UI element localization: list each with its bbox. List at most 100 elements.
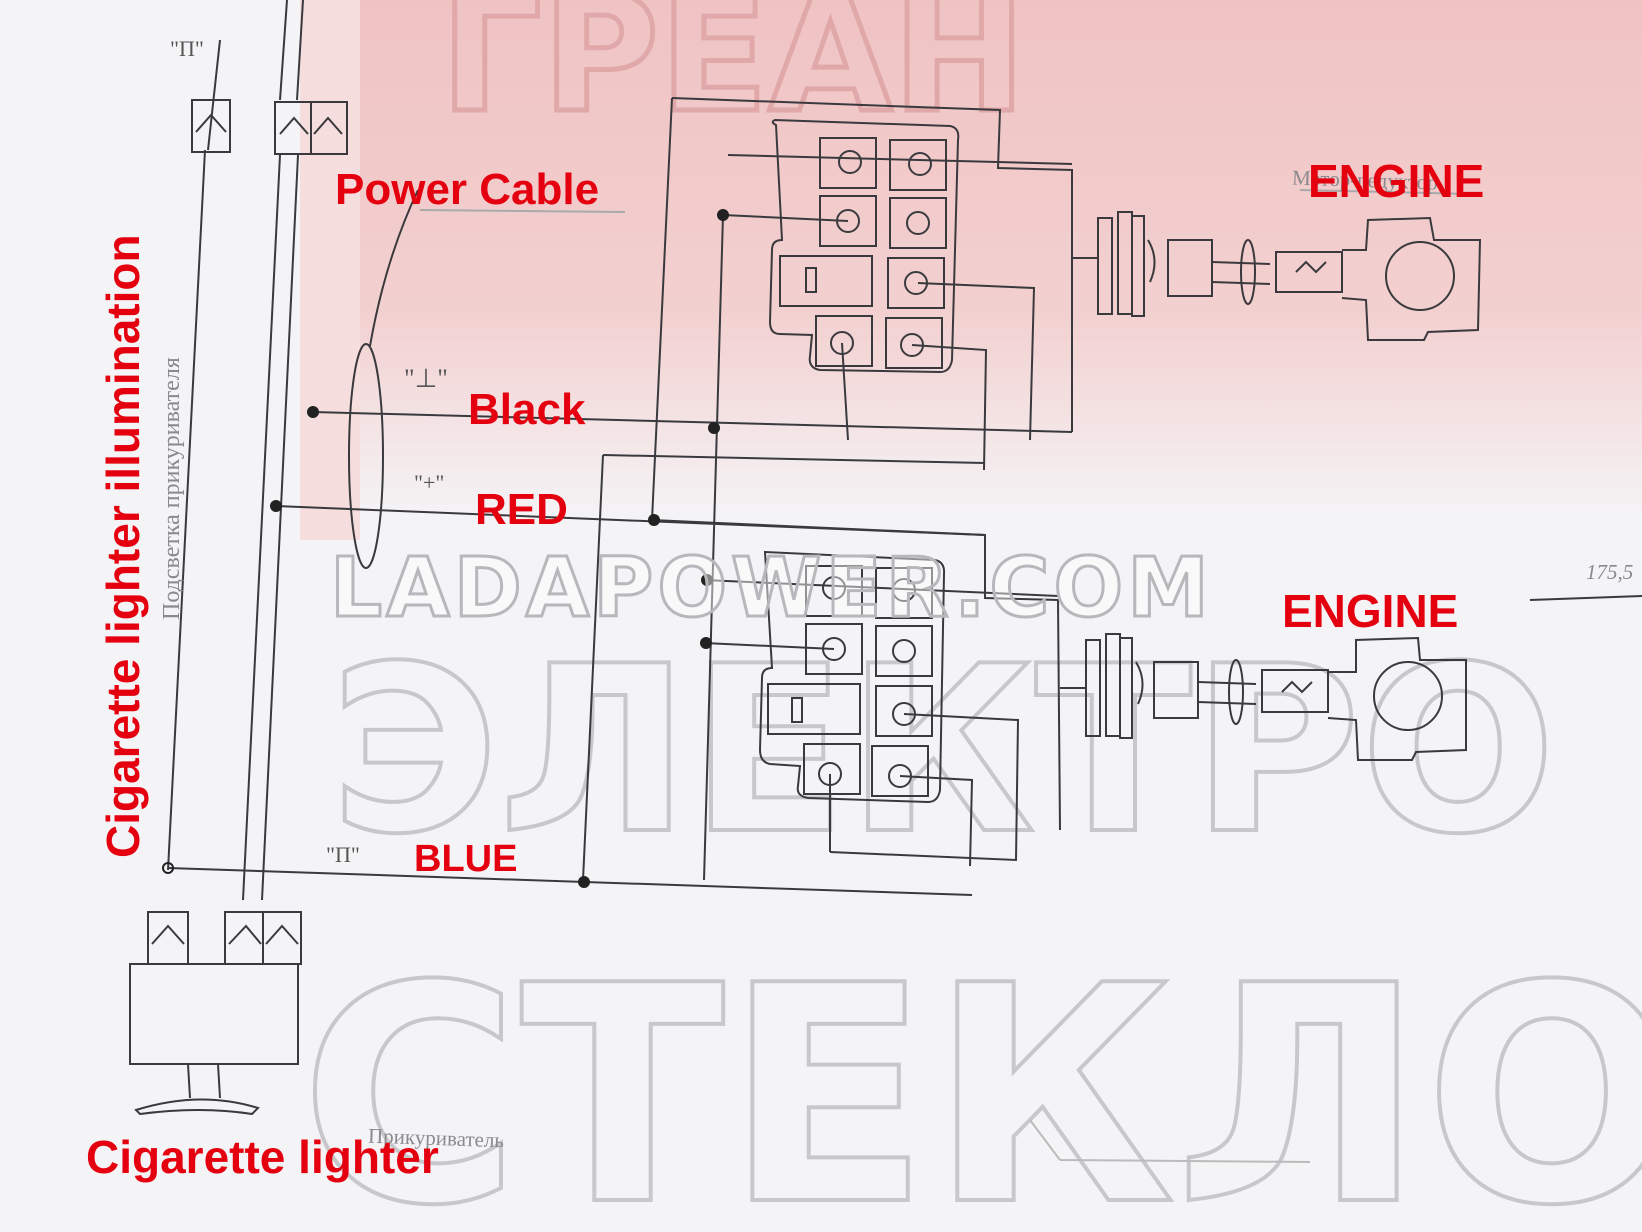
top-pin8-wire	[911, 344, 988, 471]
bottom-switch-body	[758, 550, 946, 804]
bottom-switch-pin-5	[767, 683, 861, 735]
bottom-pin-slot	[791, 697, 803, 723]
top-pin6-wire	[917, 282, 1036, 441]
watermark: LADAPOWER.COM	[329, 541, 1213, 636]
plus-riser-top	[651, 97, 673, 521]
junction-bottom-switch-a	[701, 574, 713, 586]
ground-wire	[312, 411, 1073, 433]
bottom-motor-gear	[1153, 661, 1199, 719]
harness-wire-a	[242, 154, 281, 901]
bottom-motor-coupling	[1135, 661, 1144, 705]
connector-power-pins	[279, 116, 343, 135]
bottom-motor-flange-a	[1085, 639, 1101, 737]
top-motor-flange-b	[1117, 211, 1133, 315]
label-cigarette-lighter: Cigarette lighter	[86, 1131, 439, 1183]
bottom-switch-pin-7	[803, 743, 861, 795]
bottom-pin6-wire	[829, 713, 1020, 862]
illumination-wire	[167, 149, 206, 871]
top-switch-pin-1	[819, 137, 877, 189]
bottom-pin-dot-4	[892, 639, 916, 663]
junction-p-right	[578, 876, 590, 888]
label-red: RED	[475, 485, 568, 534]
terminal-mark-ground: "⊥"	[404, 364, 448, 393]
lighter-body	[129, 963, 299, 1065]
top-motor-flange-a	[1097, 217, 1113, 315]
dimension-line	[1529, 595, 1642, 601]
p-top-run	[602, 454, 986, 464]
top-switch-pin-8	[885, 317, 943, 369]
harness-top-a	[279, 0, 288, 101]
connector-p-top	[191, 99, 231, 153]
label-blue: BLUE	[414, 838, 518, 880]
top-switch-pin-2	[889, 139, 947, 191]
label-engine-bottom: ENGINE	[1282, 585, 1459, 637]
red-background-band	[320, 0, 1642, 520]
bottom-pin-dot-2	[892, 578, 916, 602]
top-motor-flange-c	[1131, 215, 1145, 317]
dimension-value: 175,5	[1586, 560, 1634, 584]
top-motor-gear	[1167, 239, 1213, 297]
lighter-base	[134, 1098, 260, 1116]
top-switch-body	[768, 118, 960, 374]
connector-p-bottom-pin	[151, 924, 185, 945]
bottom-switch-pin-6	[875, 685, 933, 737]
bottom-motor-flange-b	[1105, 633, 1121, 737]
top-lead-p	[207, 39, 221, 151]
top-pin7-wire	[841, 342, 849, 441]
harness-top-b	[296, 0, 304, 101]
terminal-mark-p-top: "П"	[170, 36, 204, 61]
label-cigarette-lighter-illumination: Cigarette lighter illumination	[97, 234, 149, 858]
top-switch-pin-5	[779, 255, 873, 307]
bottom-switch-pin-8	[871, 745, 929, 797]
junction-p-left	[162, 862, 174, 874]
junction-bottom-switch-b	[700, 637, 712, 649]
top-pin-slot	[805, 267, 817, 293]
junction-ground-mid	[708, 422, 720, 434]
bottom-motor-rotor	[1373, 661, 1443, 731]
p-riser	[582, 454, 604, 881]
connector-power-bottom-pins	[228, 924, 299, 945]
top-motor-brush	[1295, 260, 1327, 274]
bottom-motor-brush	[1281, 680, 1313, 694]
bottom-motor-housing	[1327, 636, 1467, 761]
bottom-switch-lead	[703, 579, 1059, 597]
lighter-stem	[187, 1063, 221, 1099]
connector-p-top-pin	[195, 113, 227, 133]
junction-ground-left	[307, 406, 319, 418]
bottom-motor-axle	[1197, 681, 1257, 705]
label-power-cable: Power Cable	[335, 165, 600, 214]
cable-leader-line	[369, 189, 419, 347]
switch-bus-vertical	[703, 214, 724, 881]
p-wire	[167, 867, 973, 896]
bottom-switch-pin-2	[875, 567, 933, 619]
top-switch-pin-7	[815, 315, 873, 367]
top-motor-rotor	[1385, 241, 1455, 311]
bottom-motor-flange-c	[1119, 637, 1133, 739]
bottom-switch-pin-3	[805, 623, 863, 675]
terminal-mark-p-bottom: "П"	[326, 842, 360, 867]
power-cable-underline	[419, 209, 626, 213]
junction-plus-left	[270, 500, 282, 512]
label-engine-top: ENGINE	[1308, 155, 1485, 207]
bottom-pin-dot-1	[822, 576, 846, 600]
terminal-mark-plus: "+"	[414, 470, 445, 495]
bottom-pin8-wire	[899, 775, 974, 867]
top-pin3-wire	[722, 214, 849, 222]
top-pin-dot-2	[908, 152, 932, 176]
top-pin-dot-1	[838, 150, 862, 174]
lighter-label-leader	[1029, 1119, 1311, 1163]
harness-wire-b	[261, 154, 299, 901]
top-switch-pin-4	[889, 197, 947, 249]
label-black: Black	[468, 385, 586, 434]
engine-label-underline	[1299, 189, 1471, 195]
bottom-motor-brush-box	[1261, 669, 1329, 713]
junction-top-switch	[717, 209, 729, 221]
top-motor-ring	[1240, 239, 1256, 305]
connector-p-bottom	[147, 911, 189, 965]
junction-plus-mid	[648, 514, 660, 526]
bottom-pin3-wire	[703, 642, 835, 650]
top-motor-housing	[1341, 216, 1482, 341]
ghost-letters-bottom: СТЕКЛОПО	[300, 922, 1642, 1232]
